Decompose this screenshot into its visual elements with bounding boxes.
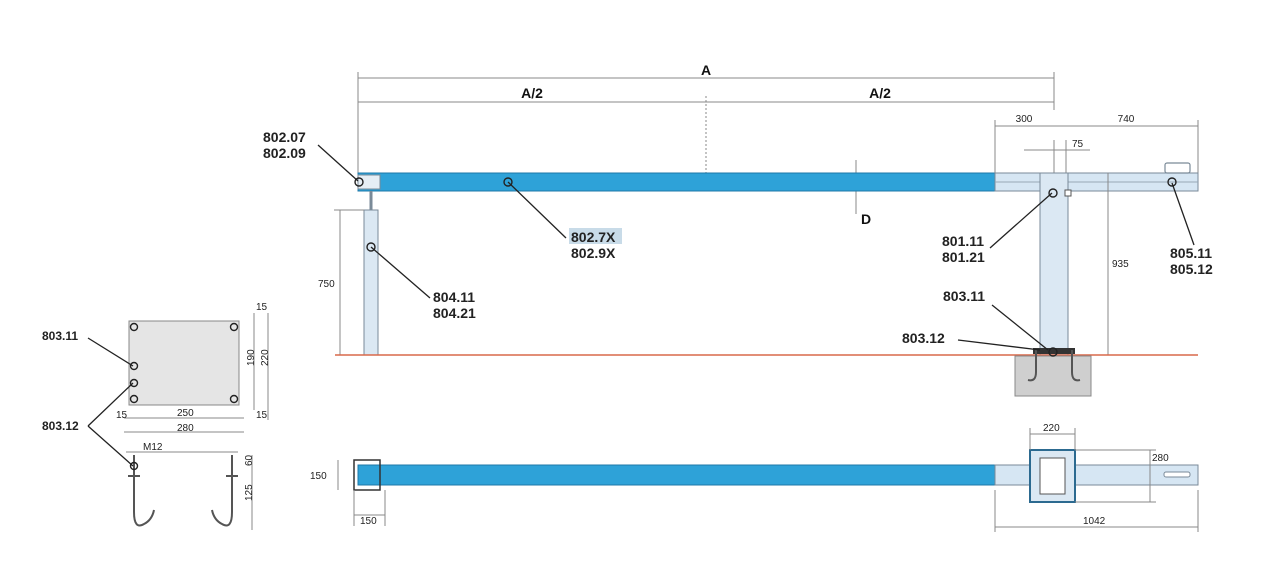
dim-1042-label: 1042 <box>1083 516 1106 527</box>
part-803-12: 803.12 <box>902 330 945 346</box>
detail-anchor-right <box>211 455 233 527</box>
point-805-11 <box>1167 177 1177 187</box>
plan-beam <box>357 464 996 486</box>
pdim-15b-label: 15 <box>256 410 268 421</box>
leader-804-11 <box>370 246 431 299</box>
pdim-220-label: 220 <box>260 349 271 366</box>
leader-801-11 <box>989 192 1053 249</box>
detail-anchor-left <box>133 455 155 527</box>
point-801-11 <box>1048 188 1058 198</box>
detail-hole-tl <box>129 322 139 332</box>
pdim-15c-label: 15 <box>116 410 128 421</box>
main-beam <box>357 172 996 192</box>
leader-805-11 <box>1171 182 1195 246</box>
part-802-9x: 802.9X <box>571 245 616 261</box>
part-805-12: 805.12 <box>1170 261 1213 277</box>
dim-a2-right-label: A/2 <box>869 85 891 101</box>
left-part-803-12: 803.12 <box>42 419 79 433</box>
concrete-foundation <box>1014 355 1092 397</box>
anchor-hook-left <box>1027 350 1037 382</box>
left-leader-803-11 <box>87 337 134 367</box>
dim-935-label: 935 <box>1112 259 1129 270</box>
dim-75-label: 75 <box>1072 139 1084 150</box>
point-803-12 <box>1048 347 1058 357</box>
detail-base-plate <box>128 320 240 406</box>
detail-hole-ml2 <box>129 378 139 388</box>
part-804-11: 804.11 <box>433 289 475 305</box>
dim-a-label: A <box>701 62 711 78</box>
leader-802-07 <box>317 144 359 182</box>
plan-slot <box>1163 471 1191 478</box>
dim-150a-label: 150 <box>310 471 327 482</box>
beam-tip-cap <box>357 174 381 190</box>
part-802-07: 802.07 <box>263 129 306 145</box>
point-804-11 <box>366 242 376 252</box>
dim-150b-label: 150 <box>360 516 377 527</box>
detail-hole-ml <box>129 361 139 371</box>
dim-750-label: 750 <box>318 279 335 290</box>
anchor-hook-right <box>1071 350 1081 382</box>
part-804-21: 804.21 <box>433 305 476 321</box>
pdim-m12-label: M12 <box>143 442 163 453</box>
dim-300-label: 300 <box>1016 114 1033 125</box>
part-802-7x: 802.7X <box>571 229 616 245</box>
dim-d-label: D <box>861 211 871 227</box>
pdim-125-label: 125 <box>244 484 255 501</box>
dim-220-label: 220 <box>1043 423 1060 434</box>
post-bolt <box>1064 189 1072 197</box>
pdim-190-label: 190 <box>246 349 257 366</box>
left-leader-803-12b <box>87 425 134 467</box>
left-leader-803-12a <box>87 382 134 427</box>
leader-803-12 <box>957 339 1041 351</box>
point-802-07 <box>354 177 364 187</box>
pdim-60-label: 60 <box>244 454 255 466</box>
left-point-803-12 <box>129 461 139 471</box>
detail-hole-tr <box>229 322 239 332</box>
part-801-21: 801.21 <box>942 249 985 265</box>
dim-a2-left-label: A/2 <box>521 85 543 101</box>
dim-280b-label: 280 <box>1152 453 1169 464</box>
pdim-250-label: 250 <box>177 408 194 419</box>
leader-802-7x <box>507 181 567 239</box>
point-802-7x <box>503 177 513 187</box>
counterweight-handle <box>1164 162 1191 174</box>
plan-post-inner <box>1039 457 1066 495</box>
part-803-11: 803.11 <box>943 288 985 304</box>
detail-hole-br <box>229 394 239 404</box>
main-post <box>1039 172 1069 356</box>
detail-hole-bl <box>129 394 139 404</box>
support-leg <box>363 209 379 356</box>
leader-803-11 <box>991 304 1049 351</box>
part-802-09: 802.09 <box>263 145 306 161</box>
part-805-11: 805.11 <box>1170 245 1212 261</box>
pdim-280-label: 280 <box>177 423 194 434</box>
part-801-11: 801.11 <box>942 233 984 249</box>
part-802-7x-highlight <box>569 228 622 244</box>
left-part-803-11: 803.11 <box>42 329 78 343</box>
dim-740-label: 740 <box>1118 114 1135 125</box>
plan-tip-bracket <box>353 459 381 491</box>
pdim-15a-label: 15 <box>256 302 268 313</box>
base-plate <box>1033 348 1075 354</box>
